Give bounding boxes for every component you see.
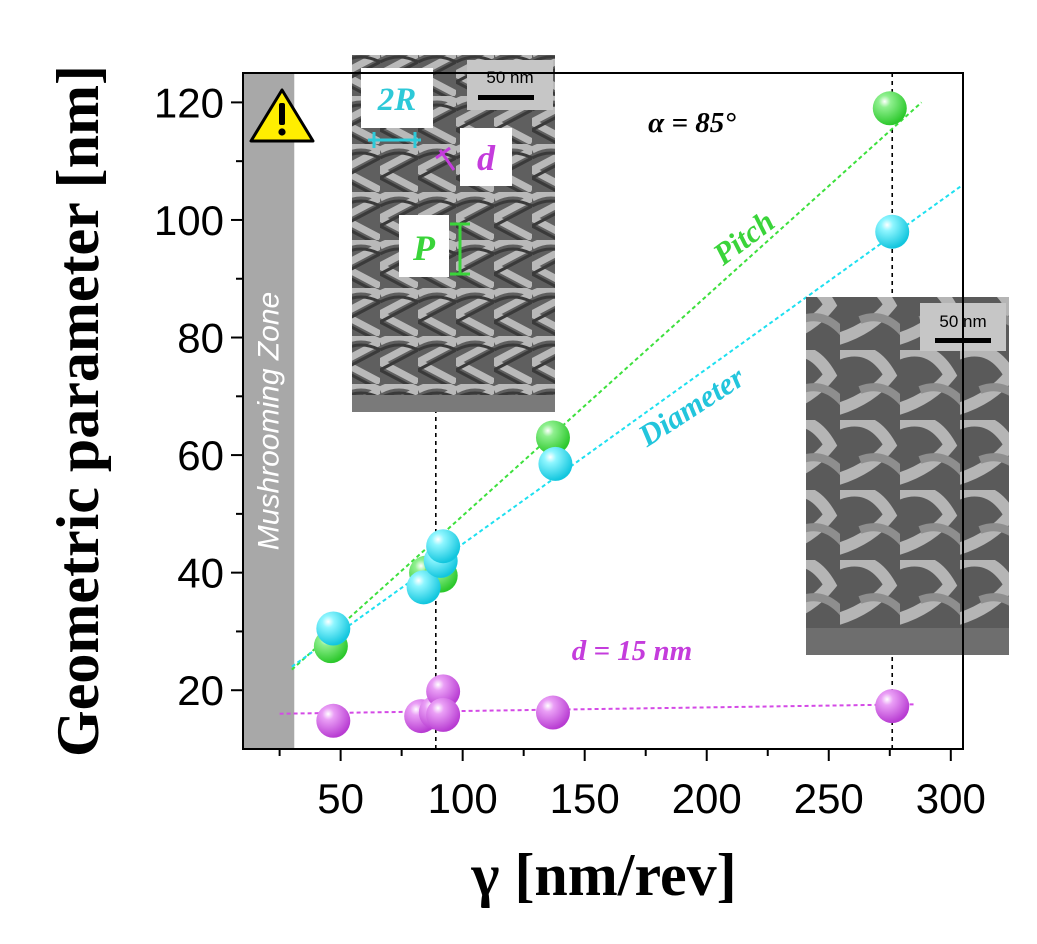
- point-pitch-3: [535, 420, 570, 455]
- radius-label: 2R: [377, 82, 417, 118]
- x-tick-label-50: 50: [317, 775, 364, 822]
- x-tick-label-200: 200: [672, 775, 742, 822]
- point-d-4: [426, 697, 461, 732]
- sem-inset-large-gamma: 50 nm: [806, 297, 1009, 655]
- fit-lines: [279, 101, 964, 715]
- point-diameter-1: [406, 570, 441, 605]
- x-tick-label-250: 250: [794, 775, 864, 822]
- x-axis-title: γ [nm/rev]: [470, 842, 736, 908]
- warning-triangle-icon: [249, 88, 315, 143]
- point-diameter-5: [875, 214, 910, 249]
- mushrooming-zone: [243, 73, 295, 749]
- point-diameter-3: [426, 529, 461, 564]
- fit-line-diameter: [291, 183, 964, 668]
- x-tick-label-150: 150: [550, 775, 620, 822]
- point-d-0: [316, 703, 351, 738]
- sem-inset-small-gamma: 50 nm 2R d P: [352, 55, 555, 412]
- point-diameter-0: [316, 611, 351, 646]
- y-tick-label-40: 40: [177, 550, 224, 597]
- axis-ticks: 50 100 150 200 250 300 20 40 60 80 100 120: [154, 79, 986, 822]
- point-pitch-4: [872, 91, 907, 126]
- x-tick-label-300: 300: [916, 775, 986, 822]
- fit-line-d: [279, 703, 915, 715]
- alpha-annotation: α = 85°: [648, 107, 736, 139]
- scale-bar: [478, 95, 534, 100]
- d-value-annotation: d = 15 nm: [572, 635, 692, 667]
- x-tick-label-100: 100: [428, 775, 498, 822]
- y-axis-title: Geometric parameter [nm]: [45, 65, 111, 757]
- point-d-6: [875, 689, 910, 724]
- y-tick-label-120: 120: [154, 79, 224, 126]
- point-d-5: [535, 695, 570, 730]
- point-d-3: [426, 674, 461, 709]
- series-label-diameter: Diameter: [631, 359, 751, 454]
- data-points: [313, 91, 910, 738]
- point-diameter-4: [538, 446, 573, 481]
- pitch-label: P: [412, 228, 436, 268]
- plot-frame: [242, 72, 964, 750]
- y-tick-label-80: 80: [177, 315, 224, 362]
- series-label-pitch: Pitch: [706, 203, 782, 272]
- fit-line-pitch: [291, 101, 923, 671]
- thickness-label: d: [477, 138, 496, 178]
- y-tick-label-60: 60: [177, 432, 224, 479]
- y-tick-label-20: 20: [177, 667, 224, 714]
- mushrooming-zone-label: Mushrooming Zone: [253, 292, 286, 550]
- scale-bar-label: 50 nm: [486, 68, 533, 87]
- y-tick-label-100: 100: [154, 197, 224, 244]
